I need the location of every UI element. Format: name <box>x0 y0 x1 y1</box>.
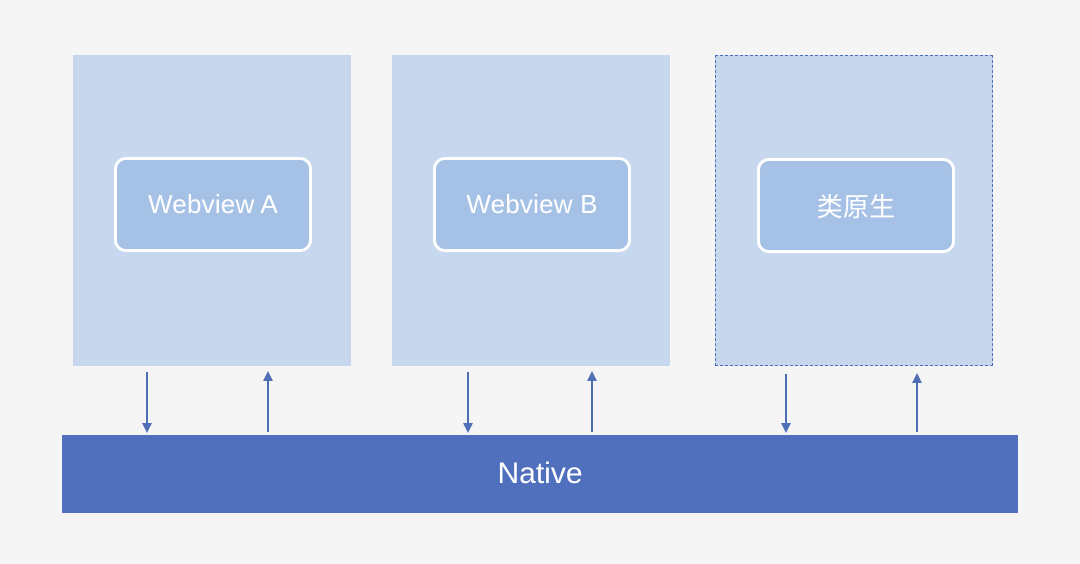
quasi-native-box: 类原生 <box>757 158 955 253</box>
webview-a-label: Webview A <box>148 189 278 219</box>
native-bar: Native <box>62 435 1018 513</box>
webview-b-panel: Webview B <box>392 55 670 366</box>
webview-a-panel: Webview A <box>73 55 351 366</box>
native-label: Native <box>497 457 583 490</box>
quasi-native-panel: 类原生 <box>715 55 993 366</box>
quasi-native-label: 类原生 <box>816 192 896 222</box>
webview-a-box: Webview A <box>114 157 312 252</box>
webview-b-box: Webview B <box>433 157 631 252</box>
webview-b-label: Webview B <box>466 189 598 219</box>
